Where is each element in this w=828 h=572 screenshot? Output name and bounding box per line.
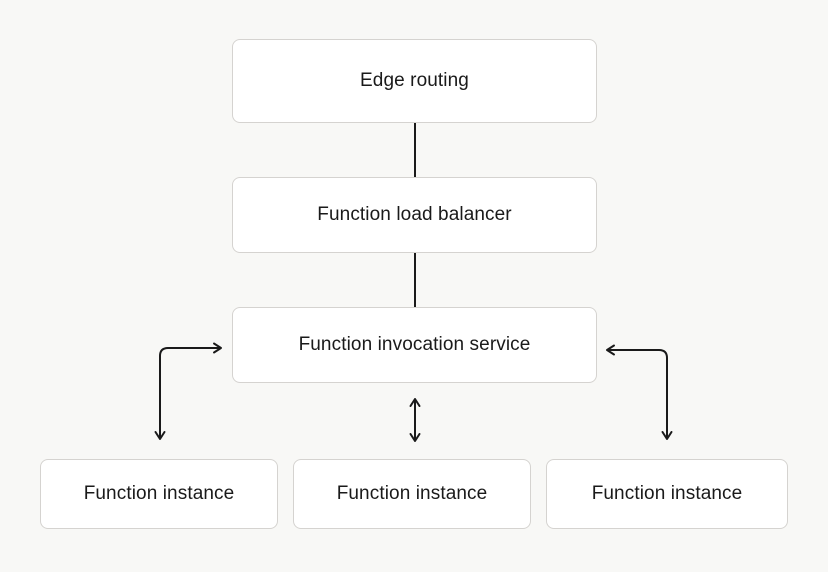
connector-invocation-service-to-instance-1	[154, 342, 222, 440]
node-edge-routing: Edge routing	[232, 39, 597, 123]
node-function-instance-1-label: Function instance	[83, 483, 235, 504]
node-function-load-balancer: Function load balancer	[232, 177, 597, 253]
node-function-load-balancer-label: Function load balancer	[317, 204, 512, 225]
node-function-invocation-service-label: Function invocation service	[298, 334, 531, 355]
node-function-invocation-service: Function invocation service	[232, 307, 597, 383]
node-function-instance-3: Function instance	[546, 459, 788, 529]
node-function-instance-1: Function instance	[40, 459, 278, 529]
connector-invocation-service-to-instance-3	[606, 344, 673, 440]
node-function-instance-2: Function instance	[293, 459, 531, 529]
node-function-instance-2-label: Function instance	[336, 483, 488, 504]
node-edge-routing-label: Edge routing	[360, 70, 469, 91]
node-function-instance-3-label: Function instance	[591, 483, 743, 504]
